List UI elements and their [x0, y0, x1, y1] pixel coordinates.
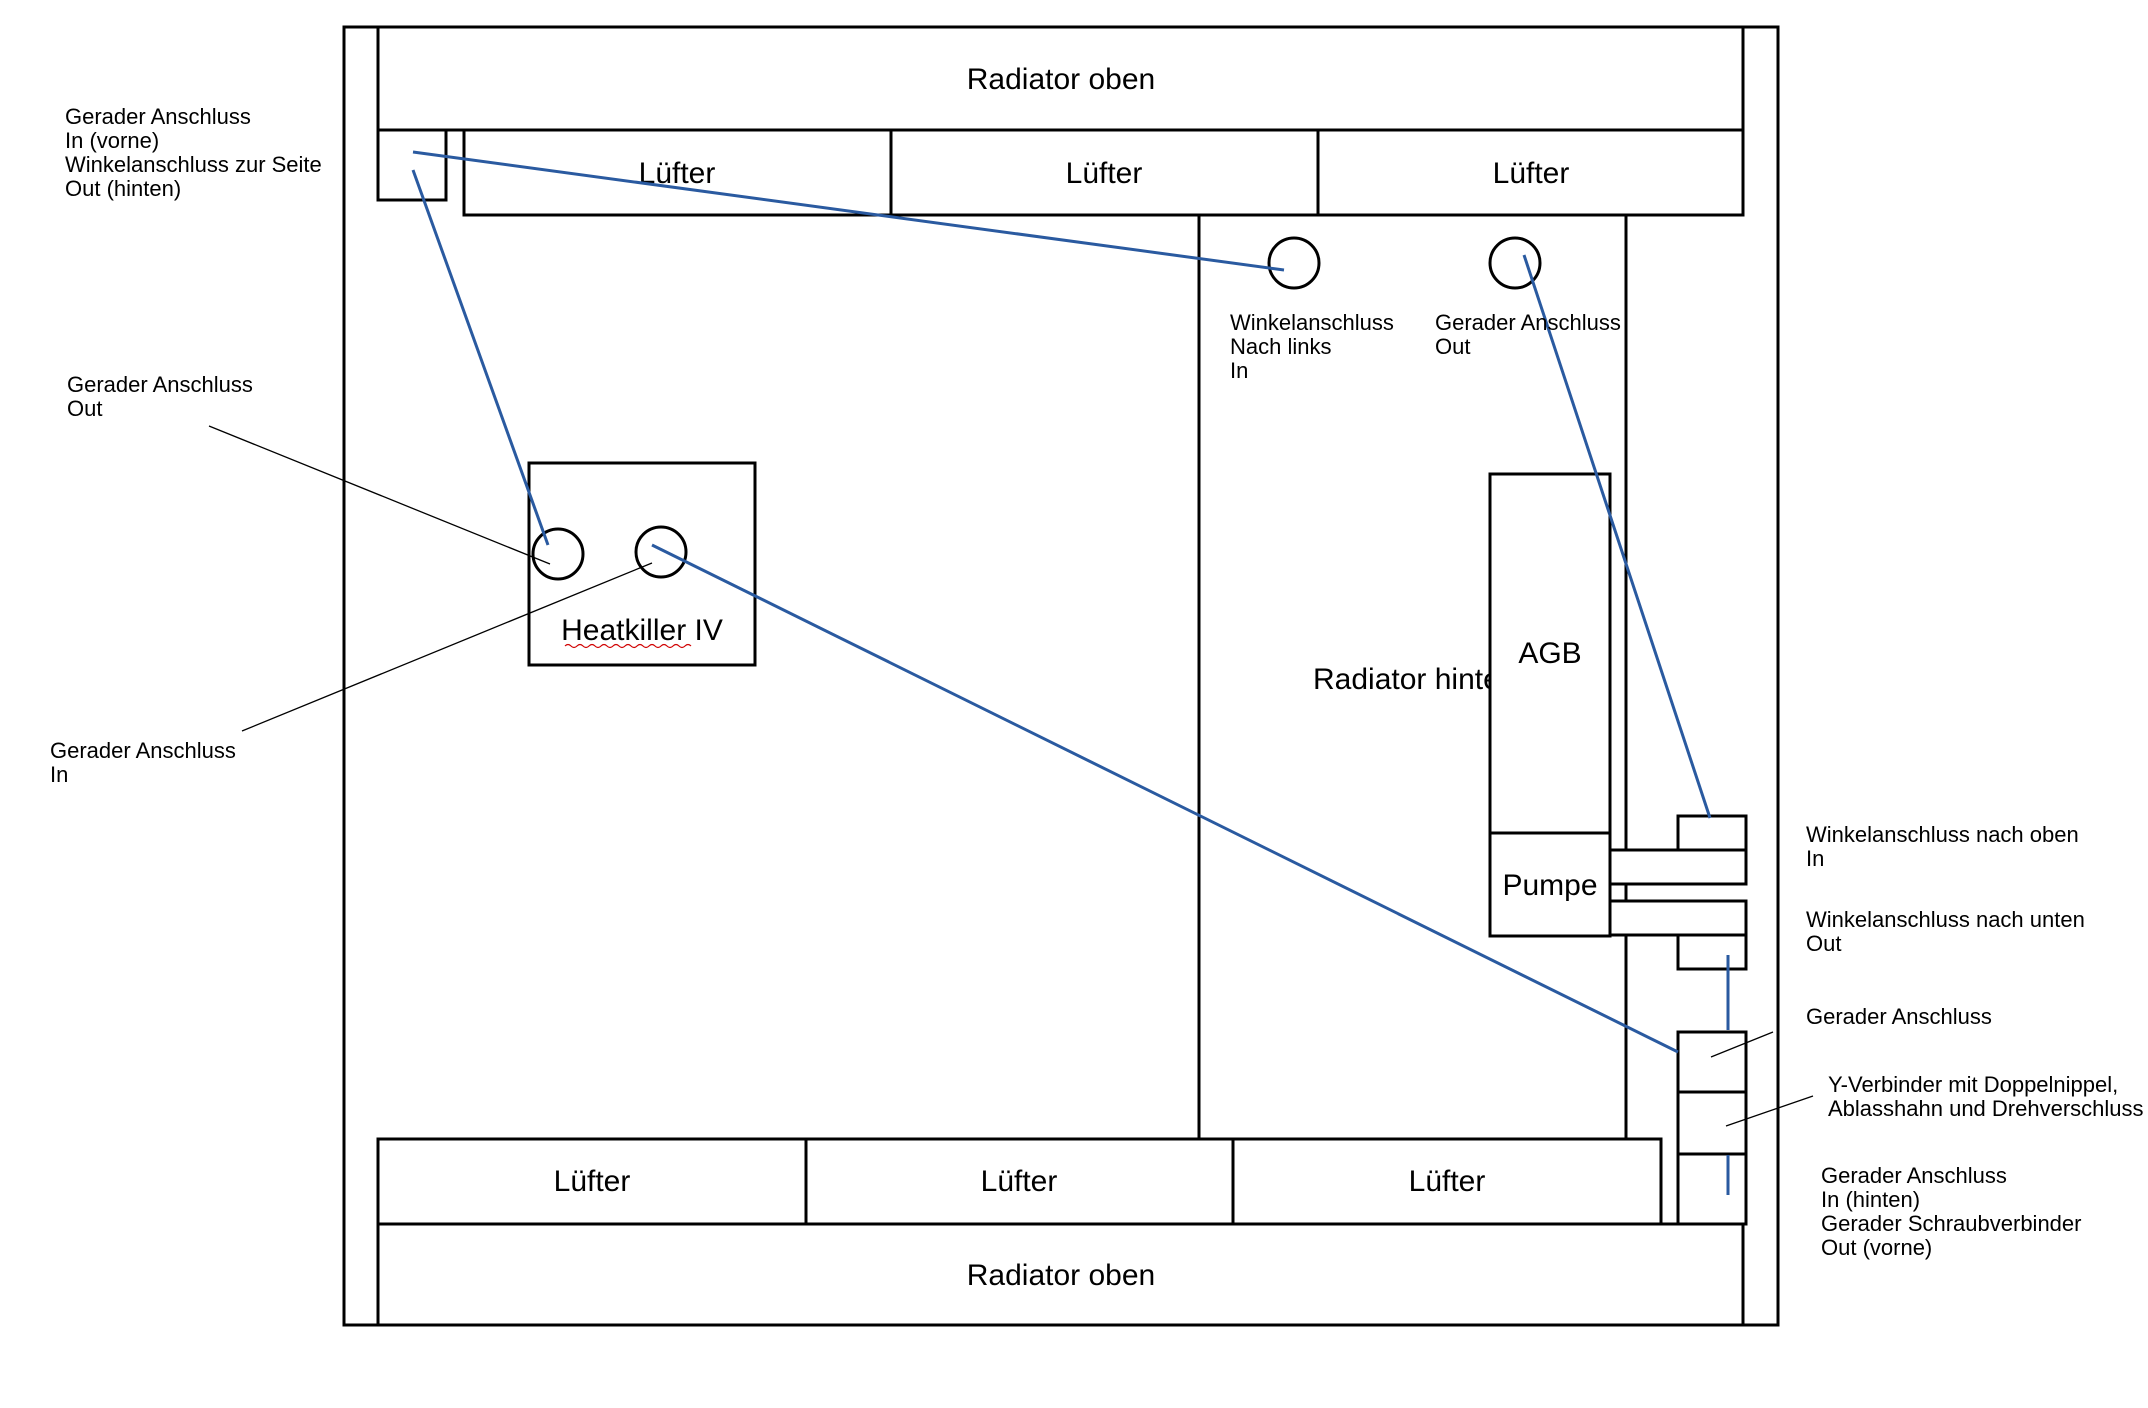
annotation-straight: Gerader Anschluss [1806, 1004, 1992, 1029]
leader-gpu-in [241, 562, 653, 732]
annotation-pump-up: Winkelanschluss nach oben In [1806, 822, 2085, 871]
annotation-rear-right: Gerader Anschluss Out [1435, 310, 1627, 359]
tube-gpu-to-splitter [651, 543, 1679, 1054]
reservoir-label: AGB [1518, 637, 1581, 670]
radiator-bottom-label: Radiator oben [967, 1259, 1155, 1292]
rear-fitting-right [1488, 236, 1542, 290]
radiator-top-label: Radiator oben [967, 63, 1155, 96]
gpu-block-label: Heatkiller IV [561, 614, 723, 647]
tube-rear-to-pump [1522, 254, 1712, 819]
leader-straight [1710, 1031, 1774, 1058]
pump-fitting-up-body [1608, 848, 1748, 886]
top-left-fitting-box [376, 128, 448, 202]
rear-fitting-left [1267, 236, 1321, 290]
fan-top-1 [462, 128, 893, 217]
annotation-gpu-in: Gerader Anschluss In [50, 738, 242, 787]
fan-top-3 [1316, 128, 1745, 217]
tube-top-to-gpu [411, 169, 550, 546]
gpu-block [527, 461, 757, 667]
annotation-top-left: Gerader Anschluss In (vorne) Winkelansch… [65, 104, 328, 201]
gpu-fitting-right [634, 525, 688, 579]
spellcheck-underline [564, 643, 692, 649]
fan-bottom-2-label: Lüfter [981, 1165, 1058, 1198]
annotation-pump-down: Winkelanschluss nach unten Out [1806, 907, 2091, 956]
radiator-rear-label: Radiator hinte [1313, 663, 1500, 696]
reservoir [1488, 472, 1612, 835]
radiator-top [376, 25, 1745, 132]
leader-y-splitter [1725, 1095, 1814, 1127]
annotation-y-splitter: Y-Verbinder mit Doppelnippel, Ablasshahn… [1828, 1072, 2144, 1121]
leader-gpu-out [208, 425, 551, 565]
fan-bottom-3-label: Lüfter [1409, 1165, 1486, 1198]
pump-fitting-up-head [1676, 814, 1748, 852]
pump-label: Pumpe [1502, 869, 1597, 902]
fan-top-2-label: Lüfter [1066, 157, 1143, 190]
annotation-gpu-out: Gerader Anschluss Out [67, 372, 259, 421]
annotation-rear-left: Winkelanschluss Nach links In [1230, 310, 1400, 383]
fan-bottom-3 [1231, 1137, 1663, 1226]
fan-bottom-1 [376, 1137, 808, 1226]
tube-top-to-rear [412, 150, 1285, 272]
straight-fitting-box [1676, 1030, 1748, 1094]
fan-top-3-label: Lüfter [1493, 157, 1570, 190]
annotation-bottom-right: Gerader Anschluss In (hinten) Gerader Sc… [1821, 1163, 2088, 1260]
bottom-fitting-box [1676, 1152, 1748, 1226]
gpu-fitting-left [531, 527, 585, 581]
fan-bottom-1-label: Lüfter [554, 1165, 631, 1198]
pump-fitting-down-head [1676, 933, 1748, 971]
radiator-bottom [376, 1222, 1745, 1327]
pump [1488, 831, 1612, 938]
pump-fitting-down-body [1608, 899, 1748, 937]
